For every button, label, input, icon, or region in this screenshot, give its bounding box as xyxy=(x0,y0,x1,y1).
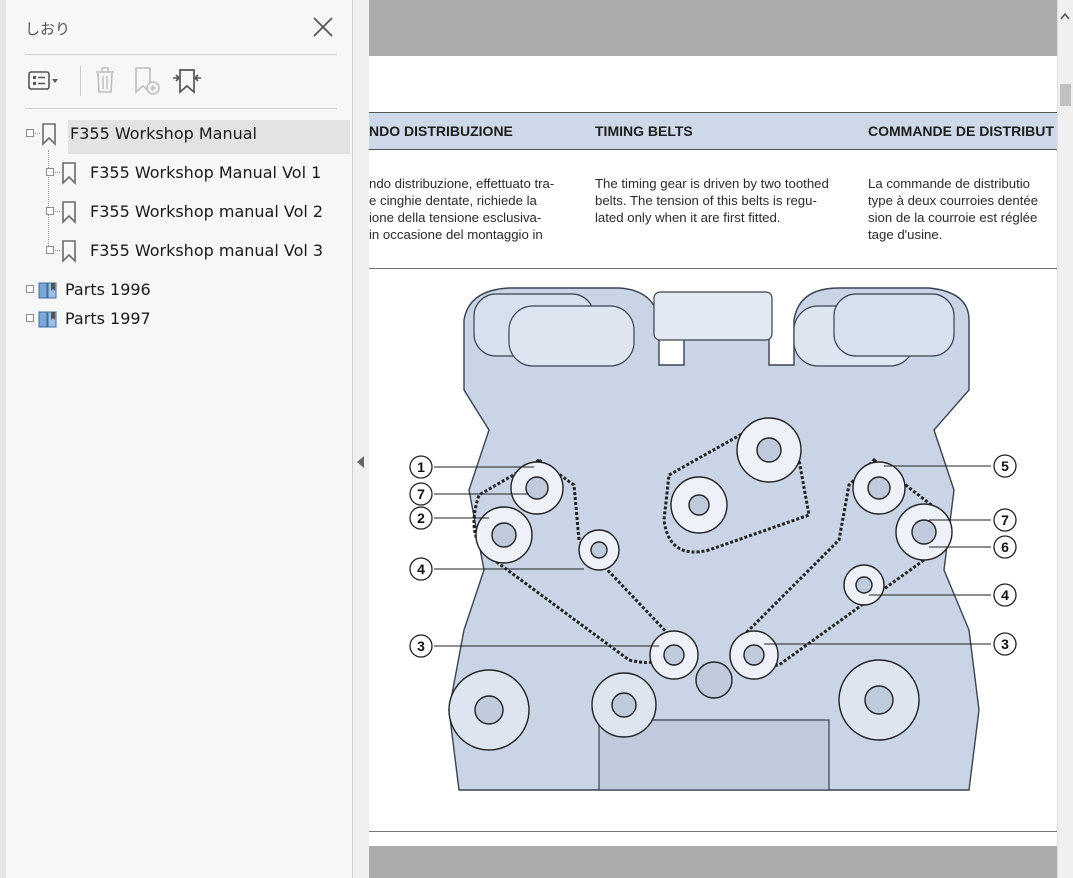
expand-toggle[interactable] xyxy=(26,285,34,293)
tree-line xyxy=(32,133,40,134)
document-view[interactable]: NDO DISTRIBUZIONE TIMING BELTS COMMANDE … xyxy=(369,0,1057,878)
divider xyxy=(369,268,1057,269)
expand-toggle[interactable] xyxy=(46,207,54,215)
callout-label: 4 xyxy=(417,561,425,577)
bookmark-label: F355 Workshop manual Vol 2 xyxy=(90,202,324,221)
bookmarks-panel: しおり F355 Workshop Man xyxy=(0,0,353,878)
expand-toggle[interactable] xyxy=(46,168,54,176)
header-english: TIMING BELTS xyxy=(595,123,693,139)
callout-label: 6 xyxy=(1001,539,1009,555)
bookmark-label: F355 Workshop Manual xyxy=(70,124,257,143)
text-line: The timing gear is driven by two toothed xyxy=(595,176,829,191)
section-header-band xyxy=(369,112,1057,150)
divider xyxy=(369,831,1057,832)
divider xyxy=(25,54,337,55)
tree-line xyxy=(48,172,60,173)
paragraph-english: The timing gear is driven by two toothed… xyxy=(595,175,829,226)
text-line: tage d'usine. xyxy=(868,227,943,242)
expand-toggle[interactable] xyxy=(26,314,34,322)
panel-splitter[interactable] xyxy=(353,0,369,878)
text-line: La commande de distributio xyxy=(868,176,1031,191)
book-icon xyxy=(38,282,57,299)
callout-label: 1 xyxy=(417,459,425,475)
paragraph-french: La commande de distributio type à deux c… xyxy=(868,175,1038,243)
panel-title: しおり xyxy=(25,20,71,38)
tree-line xyxy=(48,211,60,212)
bookmark-add-icon[interactable] xyxy=(130,64,164,96)
bookmark-find-icon[interactable] xyxy=(170,64,204,96)
list-options-icon[interactable] xyxy=(26,64,60,96)
bookmark-label: F355 Workshop manual Vol 3 xyxy=(90,241,324,260)
divider xyxy=(25,108,337,109)
header-french: COMMANDE DE DISTRIBUT xyxy=(868,123,1054,139)
header-italian: NDO DISTRIBUZIONE xyxy=(369,123,513,139)
vertical-scrollbar[interactable] xyxy=(1057,0,1073,878)
bookmark-icon xyxy=(42,123,56,146)
bookmark-label: F355 Workshop Manual Vol 1 xyxy=(90,163,322,182)
expand-toggle[interactable] xyxy=(26,129,34,137)
book-icon xyxy=(38,311,57,328)
text-line: belts. The tension of this belts is regu… xyxy=(595,193,817,208)
text-line: sion de la courroie est réglée xyxy=(868,210,1038,225)
bookmark-icon xyxy=(62,240,76,263)
collapse-panel-icon[interactable] xyxy=(356,455,366,469)
callout-label: 4 xyxy=(1001,587,1009,603)
text-line: lated only when it are first fitted. xyxy=(595,210,781,225)
bookmark-item-f355-workshop-manual[interactable] xyxy=(68,120,350,154)
callout-label: 5 xyxy=(1001,458,1009,474)
trash-icon[interactable] xyxy=(88,64,122,96)
callout-label: 7 xyxy=(1001,512,1009,528)
text-line: ndo distribuzione, effettuato tra- xyxy=(369,176,555,191)
expand-toggle[interactable] xyxy=(46,246,54,254)
toolbar-separator xyxy=(80,66,81,96)
text-line: ione della tensione esclusiva- xyxy=(369,210,542,225)
bookmark-icon xyxy=(62,201,76,224)
text-line: type à deux courroies dentée xyxy=(868,193,1039,208)
callout-label: 3 xyxy=(1001,636,1009,652)
tree-line xyxy=(48,250,60,251)
callout-label: 2 xyxy=(417,510,425,526)
scroll-up-icon[interactable] xyxy=(1060,12,1070,22)
bookmark-icon xyxy=(62,162,76,185)
scroll-thumb[interactable] xyxy=(1060,84,1071,106)
bookmark-label: Parts 1997 xyxy=(65,309,151,328)
tree-line xyxy=(48,150,49,252)
callout-label: 7 xyxy=(417,486,425,502)
text-line: in occasione del montaggio in xyxy=(369,227,543,242)
paragraph-italian: ndo distribuzione, effettuato tra- e cin… xyxy=(369,175,554,243)
text-line: e cinghie dentate, richiede la xyxy=(369,193,537,208)
callout-label: 3 xyxy=(417,638,425,654)
engine-timing-diagram: 1 7 2 4 3 5 7 6 4 3 xyxy=(409,287,1017,791)
bookmark-label: Parts 1996 xyxy=(65,280,151,299)
close-icon[interactable] xyxy=(310,14,336,40)
